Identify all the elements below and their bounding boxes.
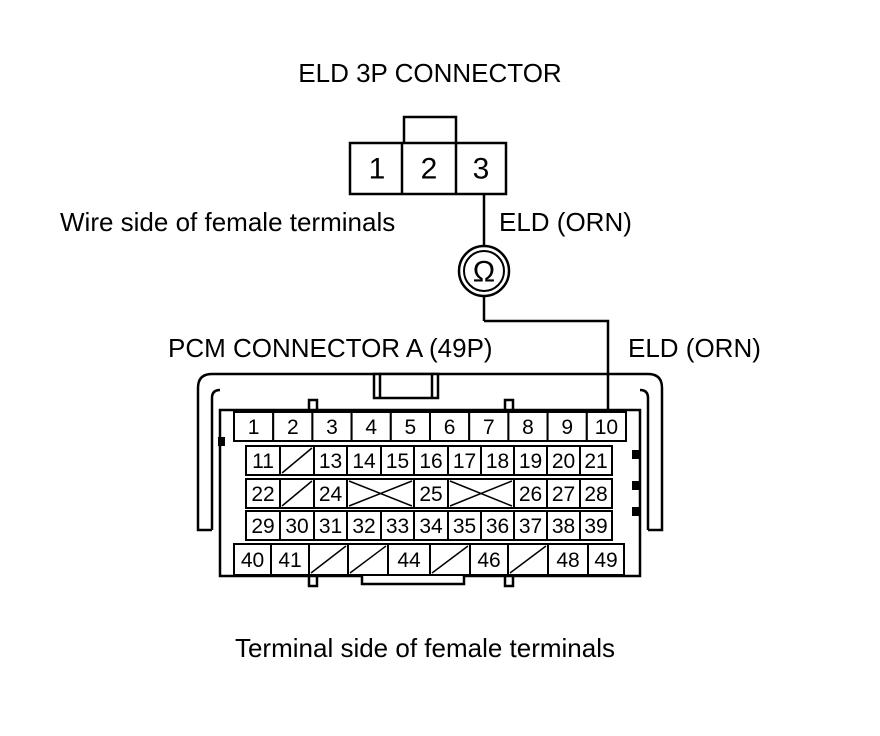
pcm-pin-5: 5: [405, 416, 417, 439]
test-wire: [482, 194, 610, 412]
pcm-pin-29-cell: [245, 510, 281, 541]
pcm-pin-15: 15: [386, 450, 409, 473]
blank-slash: [509, 545, 547, 574]
pcm-pin-41: 41: [278, 549, 301, 572]
pcm-pin-11: 11: [252, 450, 274, 473]
pcm-pin-5-cell: [389, 411, 431, 442]
pcm-pin-18: 18: [486, 450, 509, 473]
pcm-pin-24-cell: [313, 478, 348, 509]
blank-slash: [310, 545, 347, 574]
eld-pin-2: 2: [421, 153, 438, 186]
pcm-pin-30: 30: [285, 515, 308, 538]
blank-cross: [348, 480, 413, 507]
eld-pin-3: 3: [473, 153, 490, 186]
eld-wire-label-upper: ELD (ORN): [499, 207, 632, 237]
pcm-pin-36: 36: [486, 515, 509, 538]
pcm-pin-2: 2: [287, 416, 299, 439]
eld-pin-1: 1: [369, 153, 386, 186]
wire-side-label: Wire side of female terminals: [60, 207, 395, 237]
terminal-side-label: Terminal side of female terminals: [235, 633, 615, 663]
pcm-pin-7: 7: [483, 416, 495, 439]
pcm-pin-46: 46: [477, 549, 500, 572]
pcm-pin-39: 39: [584, 515, 607, 538]
pcm-pin-17: 17: [453, 450, 476, 473]
pcm-pin-13-cell: [313, 445, 348, 476]
pcm-side-tabs: [218, 437, 639, 516]
pcm-pin-33: 33: [386, 515, 409, 538]
pcm-pin-28: 28: [584, 483, 607, 506]
pcm-pin-1: 1: [248, 416, 260, 439]
pcm-pin-37: 37: [519, 515, 542, 538]
blank-cross: [449, 480, 513, 507]
pcm-pin-22: 22: [251, 483, 274, 506]
pcm-pin-3: 3: [326, 416, 338, 439]
blank-slash: [349, 545, 387, 574]
pcm-pin-24: 24: [319, 483, 343, 506]
pcm-pin-38: 38: [552, 515, 575, 538]
pcm-pin-21-cell: [579, 445, 613, 476]
pcm-pin-20: 20: [552, 450, 575, 473]
pcm-pin-34: 34: [419, 515, 443, 538]
pcm-pin-44-cell: [387, 543, 431, 576]
blank-slash: [281, 480, 313, 507]
pcm-pin-32: 32: [352, 515, 375, 538]
pcm-pin-19-cell: [513, 445, 548, 476]
pcm-pin-49: 49: [594, 549, 617, 572]
pcm-pin-8: 8: [522, 416, 534, 439]
pcm-pin-38-cell: [546, 510, 581, 541]
pcm-pin-6: 6: [444, 416, 456, 439]
eld-connector-title: ELD 3P CONNECTOR: [298, 58, 561, 88]
pcm-connector-title: PCM CONNECTOR A (49P): [168, 333, 493, 363]
eld-3p-connector: [348, 115, 508, 196]
pcm-pin-34-cell: [413, 510, 449, 541]
eld-wire-label-right: ELD (ORN): [628, 333, 761, 363]
pcm-pin-9: 9: [561, 416, 573, 439]
pcm-pin-41-cell: [270, 543, 310, 576]
pcm-pin-26: 26: [519, 483, 542, 506]
pcm-pin-25: 25: [419, 483, 442, 506]
pcm-pin-13: 13: [319, 450, 342, 473]
pcm-pin-27: 27: [552, 483, 575, 506]
ohmmeter-icon: Ω: [457, 244, 511, 298]
pcm-pin-14-cell: [346, 445, 382, 476]
pcm-pin-40: 40: [241, 549, 264, 572]
pcm-pin-19: 19: [519, 450, 542, 473]
pcm-pin-49-cell: [587, 543, 625, 576]
pcm-pin-35: 35: [453, 515, 476, 538]
pcm-pin-14: 14: [352, 450, 376, 473]
blank-slash: [281, 447, 313, 474]
pcm-pin-39-cell: [579, 510, 613, 541]
ohm-symbol: Ω: [473, 256, 495, 289]
pcm-pin-10: 10: [595, 416, 618, 439]
pcm-pin-7-cell: [468, 411, 510, 442]
pcm-pin-18-cell: [480, 445, 515, 476]
pcm-pin-4-cell: [350, 411, 392, 442]
pcm-pin-21: 21: [584, 450, 607, 473]
pcm-pin-44: 44: [397, 549, 421, 572]
pcm-pin-25-cell: [413, 478, 449, 509]
pcm-pin-28-cell: [579, 478, 613, 509]
pcm-pin-10-cell: [585, 411, 627, 442]
pcm-pin-16: 16: [419, 450, 442, 473]
pcm-pin-31: 31: [319, 515, 342, 538]
pcm-pin-29: 29: [251, 515, 274, 538]
pcm-pin-3-cell: [311, 411, 353, 442]
blank-slash: [431, 545, 469, 574]
pcm-pin-26-cell: [513, 478, 548, 509]
pcm-pin-20-cell: [546, 445, 581, 476]
pcm-pin-1-cell: [233, 411, 275, 442]
pcm-pin-4: 4: [365, 416, 377, 439]
pcm-pin-48: 48: [556, 549, 579, 572]
